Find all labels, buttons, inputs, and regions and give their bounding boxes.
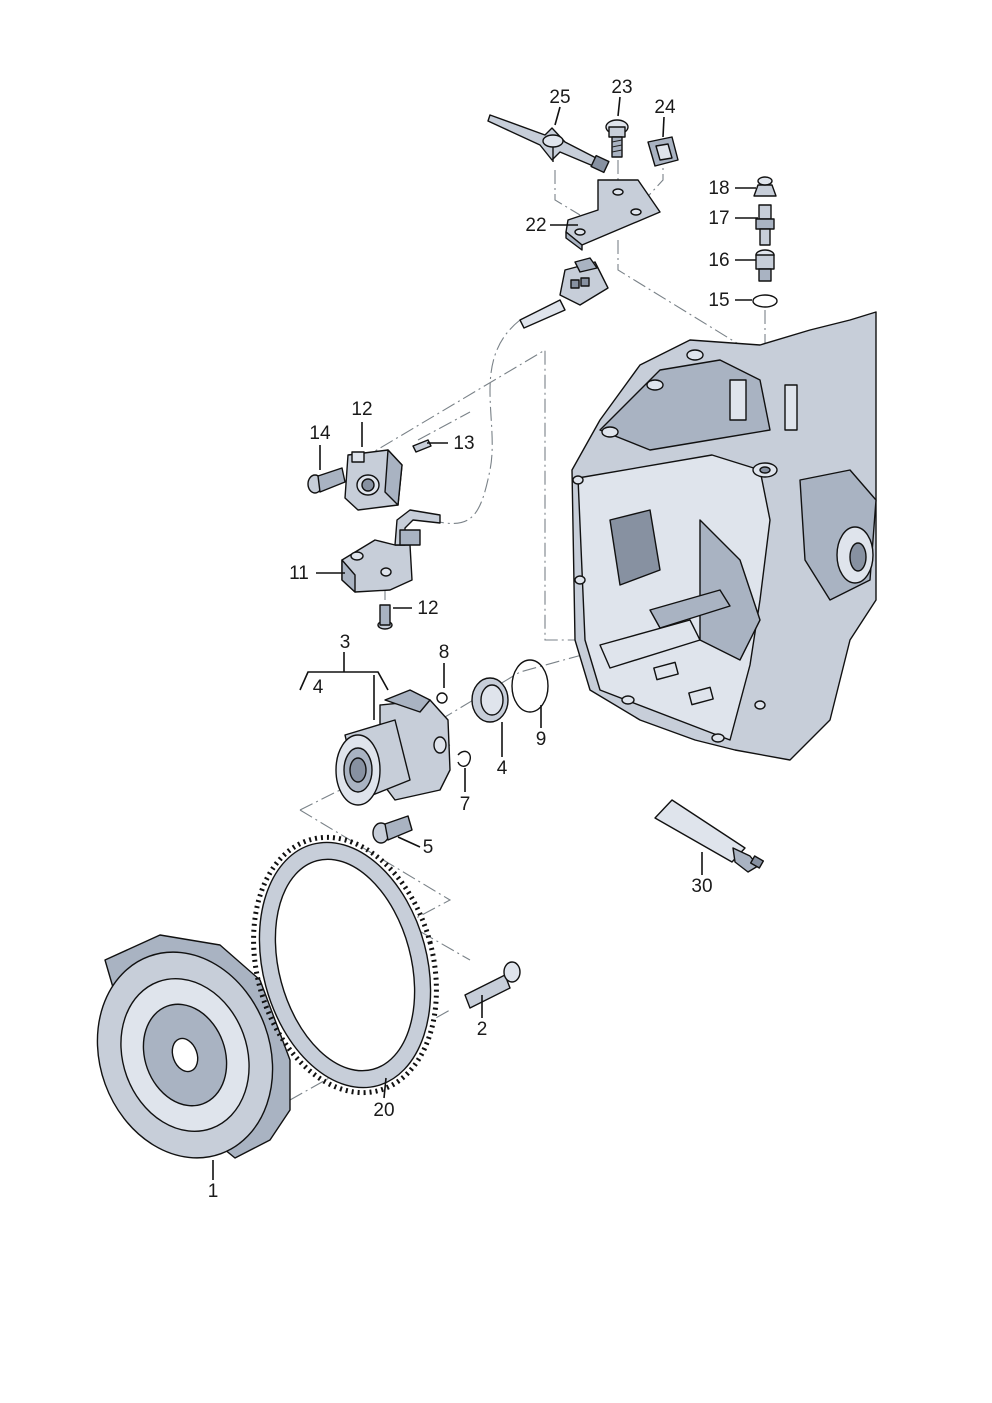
part-3-4-slave-cylinder [335, 689, 451, 806]
callout-10: 11 [289, 563, 309, 584]
callout-17: 17 [708, 208, 729, 229]
callout-15: 15 [708, 290, 729, 311]
part-22-bracket [565, 179, 661, 251]
callout-5: 5 [423, 837, 434, 858]
part-4-seal-right [471, 677, 509, 723]
part-16-union [755, 249, 775, 282]
callout-16: 16 [708, 250, 729, 271]
leader-lines [212, 96, 758, 1180]
part-9-o-ring [511, 659, 549, 713]
callout-labels: 25 23 24 22 18 17 16 15 12 13 14 11 12 3… [208, 77, 730, 1202]
part-15-seal-ring [752, 294, 778, 308]
part-2-bolt [464, 961, 521, 1009]
callout-4-left: 4 [313, 677, 324, 698]
callout-2: 2 [477, 1019, 488, 1040]
part-14-bolt [307, 467, 346, 494]
callout-7: 7 [460, 794, 471, 815]
callout-30: 30 [691, 876, 712, 897]
part-30-grease-tube [654, 799, 765, 873]
part-23-screw [605, 119, 629, 158]
part-1-pressure-plate [96, 934, 291, 1159]
part-20-ring-gear [251, 834, 439, 1096]
sensor-connector [519, 257, 609, 329]
part-10-slave-bracket-with-pipe [341, 509, 441, 593]
callout-8: 8 [439, 642, 450, 663]
part-25-cable-clip [487, 114, 610, 174]
callout-4-right: 4 [497, 758, 508, 779]
callout-9: 9 [536, 729, 547, 750]
callout-12: 12 [351, 399, 372, 420]
gearbox-housing [571, 311, 877, 761]
part-7-retaining-clip [457, 750, 472, 767]
callout-20: 20 [373, 1100, 394, 1121]
part-11-bolt [377, 604, 393, 630]
callout-24: 24 [654, 97, 676, 118]
part-13-pin [412, 439, 432, 453]
part-12-block [344, 449, 403, 511]
callout-1: 1 [208, 1181, 219, 1202]
part-5-bolt [372, 815, 413, 844]
callout-22: 22 [525, 215, 546, 236]
part-18-cap [753, 176, 777, 197]
callout-11: 12 [417, 598, 438, 619]
part-8-small-seal [436, 692, 448, 704]
part-17-bleed-valve [755, 204, 775, 246]
callout-25: 25 [549, 87, 570, 108]
callout-13: 13 [453, 433, 474, 454]
part-24-clip-nut [647, 136, 679, 167]
callout-18: 18 [708, 178, 729, 199]
callout-23: 23 [611, 77, 632, 98]
callout-3: 3 [340, 632, 351, 653]
callout-14: 14 [309, 423, 331, 444]
